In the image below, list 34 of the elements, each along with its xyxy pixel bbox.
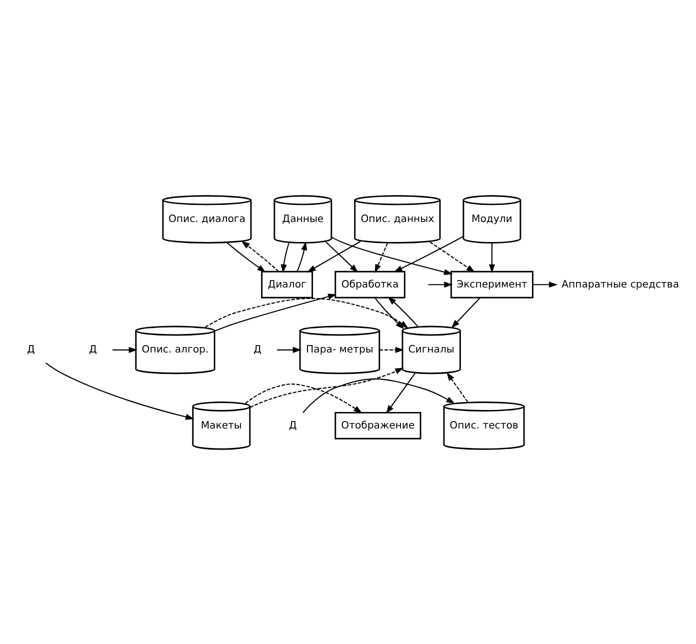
node-text: Д bbox=[26, 344, 35, 356]
node-text: Д bbox=[254, 344, 262, 356]
arrow bbox=[306, 240, 361, 272]
arrow bbox=[388, 296, 418, 326]
arrow bbox=[446, 372, 468, 402]
arrow bbox=[245, 383, 362, 413]
arrow bbox=[277, 346, 302, 352]
arrow bbox=[488, 242, 495, 273]
arrow bbox=[331, 236, 453, 275]
node-text: Аппаратные средства bbox=[562, 278, 680, 290]
node-text: Д bbox=[288, 420, 297, 431]
arrow bbox=[45, 362, 194, 420]
arrow bbox=[532, 281, 558, 288]
node-box: Обработка bbox=[334, 270, 406, 298]
arrow bbox=[428, 281, 453, 288]
arrow bbox=[280, 242, 290, 273]
arrow bbox=[214, 293, 337, 332]
arrow bbox=[325, 240, 358, 272]
arrow bbox=[386, 372, 416, 414]
arrow bbox=[241, 240, 279, 272]
arrow bbox=[394, 235, 464, 272]
node-box: Отображение bbox=[334, 411, 422, 439]
arrow bbox=[226, 242, 266, 272]
arrow bbox=[112, 346, 138, 352]
node-box: Эксперимент bbox=[450, 270, 534, 298]
arrow bbox=[250, 367, 404, 408]
arrow bbox=[374, 242, 388, 272]
arrow bbox=[430, 241, 476, 272]
arrow bbox=[302, 378, 455, 412]
arrow bbox=[296, 241, 308, 272]
arrow bbox=[451, 296, 481, 328]
node-text: Д bbox=[89, 344, 97, 356]
arrow bbox=[379, 346, 404, 352]
node-box: Диалог bbox=[261, 270, 314, 298]
